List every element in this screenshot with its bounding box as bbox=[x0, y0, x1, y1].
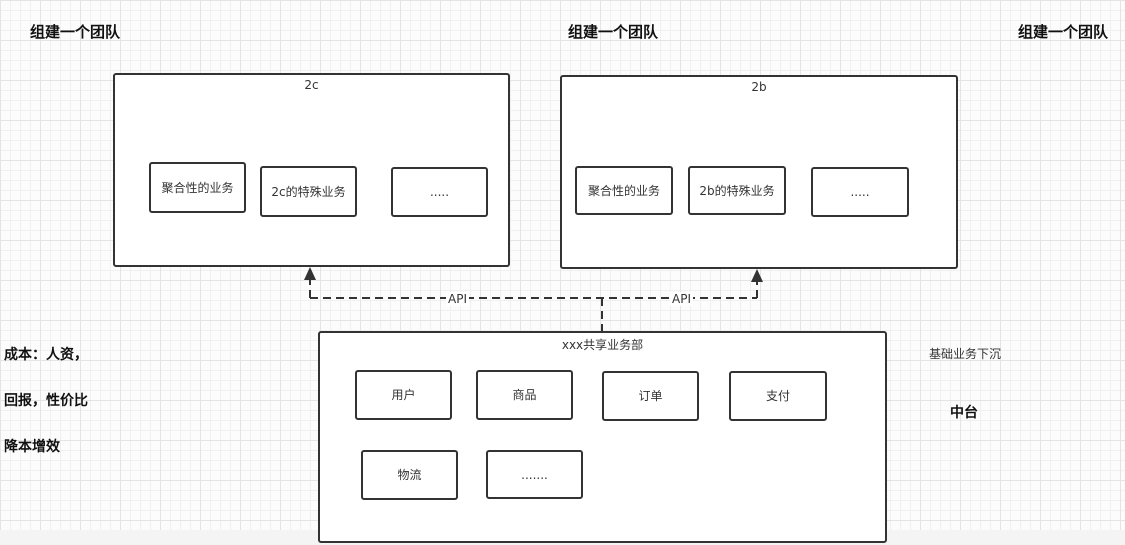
team-2b-more-label: ..... bbox=[850, 185, 870, 199]
shared-product-box[interactable]: 商品 bbox=[476, 370, 573, 420]
heading-left: 组建一个团队 bbox=[30, 23, 121, 41]
shared-dept-title: xxx共享业务部 bbox=[561, 338, 644, 352]
note-cost: 成本：人资， bbox=[4, 347, 88, 363]
team-2c-more-label: ..... bbox=[429, 185, 450, 199]
team-2c-special-label: 2c的特殊业务 bbox=[271, 184, 346, 199]
api-label-right: API bbox=[670, 292, 693, 306]
team-2c-aggregate-box[interactable]: 聚合性的业务 bbox=[149, 162, 246, 213]
shared-dept-container[interactable]: xxx共享业务部 bbox=[318, 331, 887, 543]
team-2b-special-box[interactable]: 2b的特殊业务 bbox=[688, 166, 786, 215]
team-2c-more-box[interactable]: ..... bbox=[391, 167, 488, 217]
heading-right: 组建一个团队 bbox=[1018, 23, 1109, 41]
shared-user-label: 用户 bbox=[391, 388, 416, 402]
shared-order-label: 订单 bbox=[638, 389, 663, 403]
note-return: 回报，性价比 bbox=[4, 393, 88, 409]
arrowhead-left-icon bbox=[304, 267, 316, 280]
team-2b-title: 2b bbox=[751, 80, 767, 94]
note-sink: 基础业务下沉 bbox=[929, 347, 1002, 361]
team-2b-more-box[interactable]: ..... bbox=[811, 167, 909, 217]
arrowhead-right-icon bbox=[751, 269, 763, 282]
team-2c-aggregate-label: 聚合性的业务 bbox=[161, 180, 234, 195]
team-2c-title: 2c bbox=[304, 78, 319, 92]
team-2b-aggregate-label: 聚合性的业务 bbox=[587, 183, 660, 198]
note-middle-platform: 中台 bbox=[950, 405, 978, 421]
shared-logistics-box[interactable]: 物流 bbox=[361, 450, 458, 500]
note-efficiency: 降本增效 bbox=[4, 439, 60, 455]
shared-payment-box[interactable]: 支付 bbox=[729, 371, 827, 421]
shared-order-box[interactable]: 订单 bbox=[602, 371, 699, 421]
shared-product-label: 商品 bbox=[512, 388, 537, 402]
shared-payment-label: 支付 bbox=[765, 389, 790, 403]
team-2c-special-box[interactable]: 2c的特殊业务 bbox=[260, 166, 357, 217]
team-2b-aggregate-box[interactable]: 聚合性的业务 bbox=[575, 166, 673, 215]
team-2b-special-label: 2b的特殊业务 bbox=[699, 183, 775, 198]
shared-logistics-label: 物流 bbox=[397, 468, 422, 482]
shared-more-label: ....... bbox=[521, 467, 548, 482]
heading-center: 组建一个团队 bbox=[568, 23, 659, 41]
shared-more-box[interactable]: ....... bbox=[486, 450, 583, 499]
shared-user-box[interactable]: 用户 bbox=[355, 370, 452, 420]
api-label-left: API bbox=[446, 292, 469, 306]
